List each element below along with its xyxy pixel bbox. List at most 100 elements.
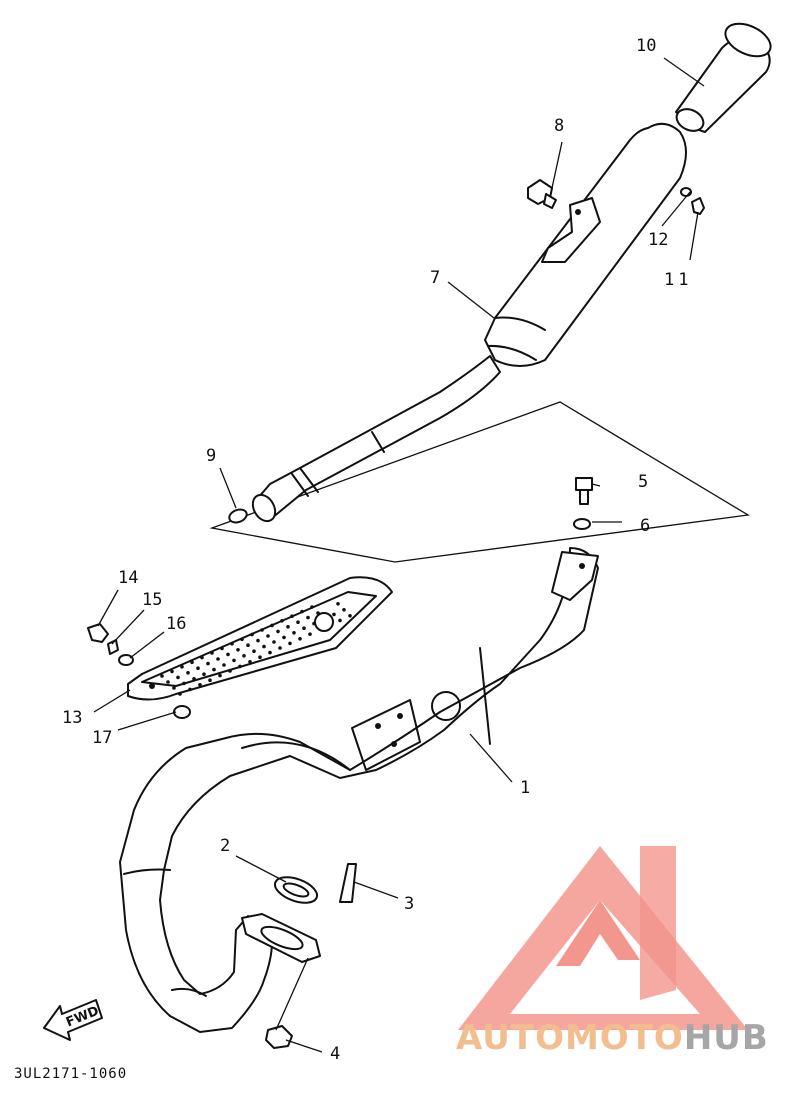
- callout-3: 3: [404, 894, 415, 914]
- bolt-8: [527, 179, 557, 209]
- perforation-hole: [212, 667, 216, 672]
- perforation-hole: [198, 683, 202, 687]
- perforation-hole: [260, 628, 264, 632]
- perforation-hole: [228, 669, 232, 673]
- perforation-hole: [348, 614, 352, 618]
- callout-9: 9: [206, 446, 217, 466]
- washer-6: [573, 518, 591, 530]
- callout-10: 10: [636, 36, 657, 56]
- ring-9: [228, 508, 248, 524]
- perforation-hole: [316, 611, 320, 615]
- perforation-hole: [282, 635, 286, 640]
- gasket-2-inner: [282, 882, 310, 898]
- perforation-hole: [332, 612, 336, 617]
- perforation-hole: [302, 626, 306, 630]
- perforation-hole: [306, 615, 310, 620]
- callout-13: 13: [62, 708, 83, 728]
- perforation-hole: [238, 664, 242, 669]
- callout-7: 7: [430, 268, 441, 288]
- perforation-hole: [176, 675, 180, 680]
- perforation-hole: [178, 692, 182, 696]
- perforation-hole: [296, 620, 300, 624]
- perforation-hole: [292, 631, 296, 635]
- perforation-hole: [190, 660, 194, 664]
- perforation-hole: [200, 655, 204, 660]
- chamber-bracket: [551, 551, 599, 601]
- leader-lines: [93, 57, 705, 1053]
- perforation-hole: [266, 634, 270, 638]
- silencer-body: [484, 122, 687, 367]
- callout-2: 2: [220, 836, 231, 856]
- perforation-hole: [222, 663, 226, 667]
- nut-4: [265, 1025, 293, 1049]
- fwd-arrow-icon: FWD: [43, 999, 103, 1041]
- perforation-hole: [166, 680, 170, 684]
- perforation-hole: [262, 644, 266, 649]
- perforation-hole: [172, 686, 176, 690]
- perforation-hole: [248, 660, 252, 664]
- callout-12: 12: [648, 230, 669, 250]
- watermark-word-b: HUB: [683, 1018, 769, 1058]
- perforation-hole: [308, 632, 312, 636]
- screw-14: [87, 623, 109, 643]
- callout-6: 6: [640, 516, 651, 536]
- gasket-2: [273, 876, 319, 904]
- triangle-m-logo-icon: [458, 846, 748, 1030]
- perforation-hole: [246, 643, 250, 647]
- perforation-hole: [268, 650, 272, 655]
- perforation-hole: [250, 632, 254, 637]
- screw-11: [691, 197, 705, 215]
- silencer-assembly: [251, 22, 772, 523]
- perforation-hole: [220, 646, 224, 651]
- tail-pipe-sleeve: [675, 22, 772, 133]
- perforation-hole: [286, 625, 290, 629]
- assembly-bracket-outline: [209, 401, 750, 563]
- perforation-hole: [160, 674, 164, 678]
- stud-3: [339, 863, 357, 903]
- perforation-hole: [186, 671, 190, 675]
- perforation-hole: [290, 614, 294, 618]
- perforation-hole: [226, 652, 230, 657]
- silencer-bracket: [541, 197, 601, 263]
- perforation-hole: [252, 649, 256, 653]
- perforation-hole: [202, 672, 206, 676]
- callout-16: 16: [166, 614, 187, 634]
- perforation-hole: [182, 681, 186, 686]
- perforation-hole: [218, 673, 222, 678]
- perforation-hole: [298, 637, 302, 641]
- watermark-word-a: AUTOMOTO: [456, 1018, 684, 1058]
- perforation-hole: [242, 654, 246, 658]
- perforation-hole: [232, 658, 236, 663]
- perforation-hole: [310, 605, 314, 609]
- perforation-hole: [192, 677, 196, 681]
- inlet-flange: [241, 913, 321, 963]
- callout-15: 15: [142, 590, 163, 610]
- perforation-hole: [288, 641, 292, 646]
- perforation-hole: [206, 661, 210, 666]
- perforation-hole: [258, 655, 262, 659]
- bolt-5: [575, 477, 593, 505]
- perforation-hole: [338, 618, 342, 623]
- perforation-hole: [188, 687, 192, 692]
- perforation-hole: [276, 629, 280, 634]
- perforation-hole: [196, 666, 200, 670]
- callout-17: 17: [92, 728, 113, 748]
- perforation-hole: [270, 623, 274, 628]
- perforation-hole: [230, 642, 234, 646]
- perforation-hole: [170, 669, 174, 674]
- expansion-chamber: [119, 547, 599, 1033]
- perforation-hole: [342, 608, 346, 612]
- callout-8: 8: [554, 116, 565, 136]
- drawing-code: 3UL2171-1060: [14, 1066, 128, 1082]
- perforation-hole: [272, 640, 276, 644]
- perforation-hole: [312, 621, 316, 626]
- callout-5: 5: [638, 472, 649, 492]
- washer-16: [118, 654, 134, 666]
- perforation-hole: [240, 637, 244, 641]
- perforation-hole: [300, 609, 304, 614]
- perforation-hole: [256, 638, 260, 643]
- perforation-hole: [216, 657, 220, 661]
- perforation-hole: [236, 648, 240, 652]
